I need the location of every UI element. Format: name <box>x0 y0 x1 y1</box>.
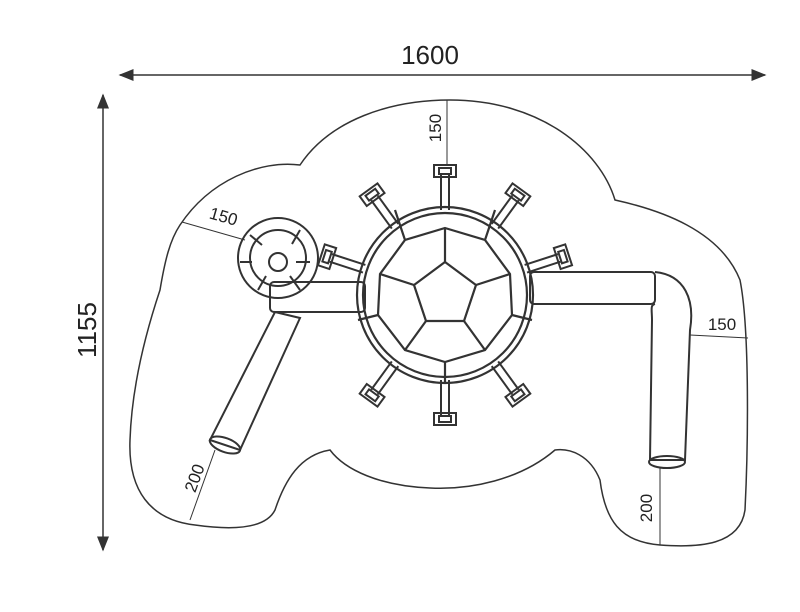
spoke-bracket <box>490 181 532 230</box>
spoke-bracket <box>316 243 366 274</box>
width-dimension: 1600 <box>118 40 767 81</box>
clearance-left-label: 150 <box>207 204 240 230</box>
clearance-top-label: 150 <box>426 114 445 142</box>
clearance-right: 150 <box>689 315 749 339</box>
spoke-bracket <box>490 360 532 409</box>
geodesic-climbing-dome <box>355 205 535 385</box>
spoke-bracket <box>524 243 574 274</box>
clearance-top: 150 <box>426 100 448 165</box>
width-label: 1600 <box>401 40 459 70</box>
climbing-spokes <box>316 164 574 426</box>
clearance-slide-right: 200 <box>637 468 661 545</box>
safety-zone-outline <box>129 99 749 547</box>
spoke-bracket <box>358 181 400 230</box>
clearance-right-label: 150 <box>708 315 736 334</box>
depth-dimension: 1155 <box>72 93 109 552</box>
depth-label: 1155 <box>72 302 102 358</box>
tube-slide-right <box>529 271 693 469</box>
clearance-slide-right-label: 200 <box>637 494 656 522</box>
spoke-bracket <box>433 164 457 210</box>
spoke-bracket <box>433 380 457 426</box>
center-pentagon <box>412 260 478 323</box>
clearance-slide-left-label: 200 <box>181 462 209 495</box>
spiral-slide-left <box>208 217 366 455</box>
clearance-slide-left: 200 <box>181 449 216 521</box>
spoke-bracket <box>358 360 400 409</box>
